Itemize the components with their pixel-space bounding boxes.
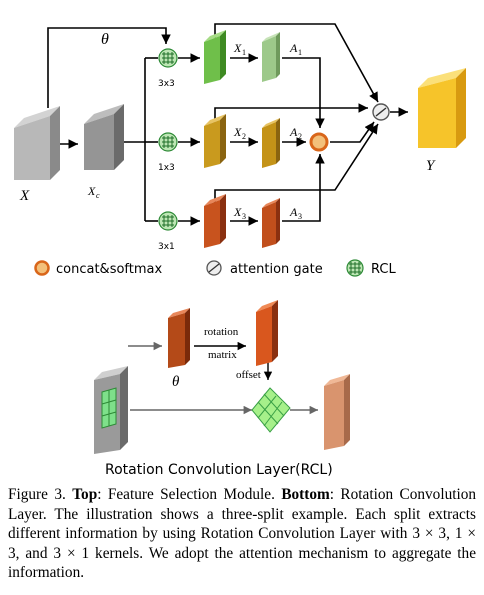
kernel-3x1-label: 3x1 [158,242,175,252]
caption-top-bold: Top [72,486,98,503]
rcl-icon-3x1 [158,211,178,231]
svg-text:X: X [233,125,242,139]
bottom-theta-label: θ [172,374,180,390]
kernel-3x3-label: 3x3 [158,79,175,89]
xc-block [84,104,124,170]
svg-text:A: A [289,205,298,219]
concat-softmax-icon [34,260,50,276]
figure-caption: Figure 3. Top: Feature Selection Module.… [8,485,476,583]
connection-lines [47,23,408,226]
a1-attention-map [262,32,280,82]
output-y-block [418,68,466,148]
x-label: X [19,188,30,204]
attention-gate-node [372,103,390,121]
a3-label: A 3 [289,205,302,221]
svg-text:A: A [289,125,298,139]
rcl-icon-3x3 [158,48,178,68]
svg-text:A: A [289,41,298,55]
caption-top-text: : Feature Selection Module. [97,486,275,503]
theta-label: θ [101,31,109,48]
a2-label: A 2 [289,125,302,141]
rcl-diagram: rotation matrix offset θ Rotation Convol… [94,300,350,478]
svg-text:X: X [87,184,96,198]
x1-feature-map [204,30,226,84]
rcl-title: Rotation Convolution Layer(RCL) [105,462,333,478]
kernel-1x3-label: 1x3 [158,163,175,173]
svg-text:3: 3 [298,212,302,221]
a2-attention-map [262,118,280,168]
svg-text:2: 2 [298,132,302,141]
svg-text:c: c [96,191,100,200]
legend-concat-label: concat&softmax [56,262,162,277]
x3-label: X 3 [233,205,246,221]
caption-bottom-bold: Bottom [281,486,330,503]
attention-gate-icon [206,260,222,276]
rcl-legend-icon [346,259,364,277]
rotation-label: rotation [204,326,239,338]
x2-label: X 2 [233,125,246,141]
theta-block [168,308,190,368]
matrix-label: matrix [208,349,237,361]
caption-rest: : Rotation Convolution Layer. The illust… [8,486,477,581]
svg-text:2: 2 [242,132,246,141]
a3-attention-map [262,198,280,248]
feature-selection-figure: θ X X c Y 3x3 1x3 3x1 X 1 A 1 X 2 A 2 X … [14,23,466,478]
a1-label: A 1 [289,41,302,57]
svg-text:3: 3 [242,212,246,221]
concat-softmax-node [309,132,329,152]
svg-text:X: X [233,205,242,219]
offset-label: offset [236,369,261,381]
y-label: Y [426,158,436,174]
rotation-matrix-block [256,300,278,366]
svg-text:1: 1 [298,48,302,57]
x2-feature-map [204,114,226,168]
caption-label: Figure 3. [8,486,66,503]
legend-attention-label: attention gate [230,262,323,277]
legend: concat&softmax attention gate RCL [34,259,396,277]
x3-feature-map [204,194,226,248]
legend-rcl-label: RCL [371,262,396,277]
rotated-kernel-grid [251,387,291,433]
xc-label: X c [87,184,100,200]
input-kernel-block [94,366,128,454]
svg-text:X: X [233,41,242,55]
x1-label: X 1 [233,41,246,57]
output-salmon-block [324,374,350,450]
svg-text:1: 1 [242,48,246,57]
input-x-block [14,106,60,180]
rcl-icon-1x3 [158,132,178,152]
